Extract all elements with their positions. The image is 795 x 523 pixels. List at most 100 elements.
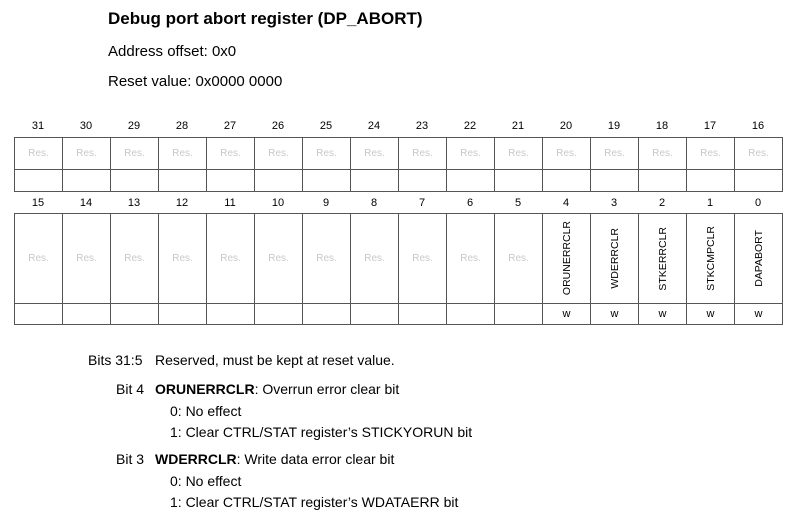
reset-value: Reset value: 0x0000 0000	[108, 73, 283, 90]
bit-4-description: ORUNERRCLR: Overrun error clear bit	[155, 381, 399, 397]
bit-number: 25	[319, 120, 333, 132]
reserved-field: Res.	[206, 137, 255, 170]
field-label: Res.	[28, 148, 49, 159]
bits-31-5-label: Bits 31:5	[88, 352, 143, 368]
bit-number: 6	[466, 197, 474, 209]
bit-3-name: WDERRCLR	[155, 451, 237, 467]
access-cell	[590, 169, 639, 192]
access-cell	[62, 303, 111, 325]
bit-field: STKCMPCLR	[686, 213, 735, 304]
field-label: WDERRCLR	[608, 228, 621, 289]
field-label: Res.	[76, 148, 97, 159]
access-cell: w	[638, 303, 687, 325]
reserved-field: Res.	[398, 213, 447, 304]
reserved-field: Res.	[62, 213, 111, 304]
bit-number: 14	[79, 197, 93, 209]
bit-3-value-0: 0: No effect	[170, 473, 242, 489]
bit-number: 26	[271, 120, 285, 132]
bit-number: 8	[370, 197, 378, 209]
bit-4-name: ORUNERRCLR	[155, 381, 255, 397]
bit-number: 10	[271, 197, 285, 209]
bit-number: 18	[655, 120, 669, 132]
access-cell	[638, 169, 687, 192]
field-label: Res.	[460, 148, 481, 159]
reserved-field: Res.	[590, 137, 639, 170]
field-label: Res.	[412, 148, 433, 159]
reserved-field: Res.	[638, 137, 687, 170]
field-label: STKERRCLR	[656, 226, 669, 291]
access-cell	[302, 303, 351, 325]
field-label: Res.	[316, 148, 337, 159]
field-label: Res.	[172, 253, 193, 264]
bit-number: 4	[562, 197, 570, 209]
reserved-field: Res.	[398, 137, 447, 170]
reserved-field: Res.	[14, 213, 63, 304]
field-label: Res.	[172, 148, 193, 159]
bit-number: 22	[463, 120, 477, 132]
bit-number: 19	[607, 120, 621, 132]
access-cell	[350, 169, 399, 192]
field-label: Res.	[460, 253, 481, 264]
access-cell	[110, 303, 159, 325]
bit-number: 2	[658, 197, 666, 209]
field-label: Res.	[508, 148, 529, 159]
bit-number: 30	[79, 120, 93, 132]
bit-number: 21	[511, 120, 525, 132]
reserved-field: Res.	[446, 213, 495, 304]
reserved-field: Res.	[446, 137, 495, 170]
field-label: Res.	[364, 148, 385, 159]
access-cell	[542, 169, 591, 192]
bit-number: 15	[31, 197, 45, 209]
bit-number: 7	[418, 197, 426, 209]
bit-number: 31	[31, 120, 45, 132]
reserved-field: Res.	[62, 137, 111, 170]
field-label: Res.	[700, 148, 721, 159]
access-cell: w	[686, 303, 735, 325]
page-title: Debug port abort register (DP_ABORT)	[108, 9, 423, 28]
reserved-field: Res.	[350, 137, 399, 170]
field-label: Res.	[604, 148, 625, 159]
field-label: Res.	[220, 253, 241, 264]
reserved-field: Res.	[302, 137, 351, 170]
access-cell: w	[542, 303, 591, 325]
access-cell	[446, 303, 495, 325]
reserved-field: Res.	[206, 213, 255, 304]
reserved-field: Res.	[158, 137, 207, 170]
bit-number: 24	[367, 120, 381, 132]
access-cell	[494, 303, 543, 325]
bit-field: ORUNERRCLR	[542, 213, 591, 304]
reserved-field: Res.	[542, 137, 591, 170]
bit-3-value-1: 1: Clear CTRL/STAT register’s WDATAERR b…	[170, 494, 459, 510]
access-cell	[62, 169, 111, 192]
bit-4-text: : Overrun error clear bit	[254, 381, 400, 397]
field-label: Res.	[124, 148, 145, 159]
reserved-field: Res.	[494, 213, 543, 304]
field-label: Res.	[748, 148, 769, 159]
field-label: Res.	[316, 253, 337, 264]
bit-number: 17	[703, 120, 717, 132]
access-cell	[158, 303, 207, 325]
reserved-field: Res.	[110, 137, 159, 170]
access-cell	[14, 169, 63, 192]
access-cell	[302, 169, 351, 192]
bit-3-label: Bit 3	[116, 451, 145, 467]
reserved-field: Res.	[110, 213, 159, 304]
bits-31-5-text: Reserved, must be kept at reset value.	[155, 352, 395, 368]
access-cell	[398, 169, 447, 192]
access-cell	[494, 169, 543, 192]
reserved-field: Res.	[14, 137, 63, 170]
bit-3-text: : Write data error clear bit	[236, 451, 395, 467]
field-label: STKCMPCLR	[704, 226, 717, 291]
bit-number: 1	[706, 197, 714, 209]
reserved-field: Res.	[494, 137, 543, 170]
reserved-field: Res.	[350, 213, 399, 304]
bit-number: 28	[175, 120, 189, 132]
field-label: ORUNERRCLR	[560, 221, 573, 296]
bit-number: 29	[127, 120, 141, 132]
access-cell	[734, 169, 783, 192]
reserved-field: Res.	[254, 213, 303, 304]
access-cell	[398, 303, 447, 325]
access-cell	[254, 303, 303, 325]
access-cell	[206, 169, 255, 192]
field-label: Res.	[508, 253, 529, 264]
